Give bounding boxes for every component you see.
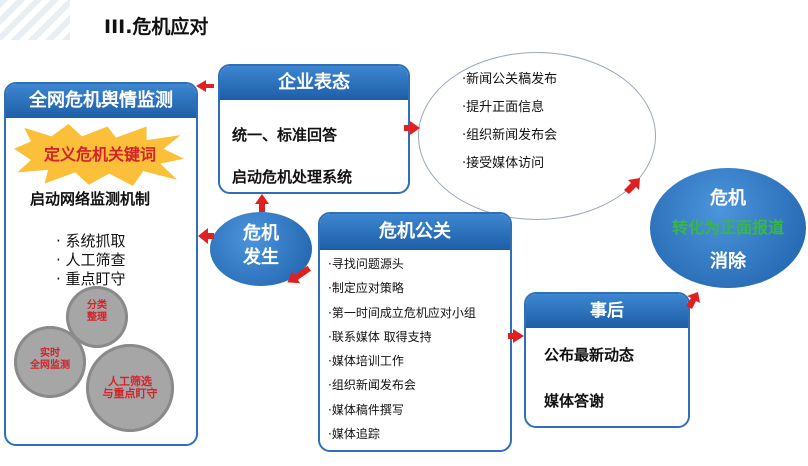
stance-line: 启动危机处理系统 xyxy=(232,168,353,186)
stance-panel: 企业表态 xyxy=(218,64,410,194)
after-header: 事后 xyxy=(526,294,688,328)
arrow-icon xyxy=(686,292,700,309)
after-line: 媒体答谢 xyxy=(544,392,605,410)
media-list: ·新闻公关稿发布 ·提升正面信息 ·组织新闻发布会 ·接受媒体访问 xyxy=(462,66,557,178)
arrow-icon xyxy=(196,80,214,92)
keyword-label: 定义危机关键词 xyxy=(43,145,156,164)
list-item: ·第一时间成立危机应对小组 xyxy=(328,305,476,320)
gear-label: 人工筛选 与重点盯守 xyxy=(102,375,158,400)
occur-line: 发生 xyxy=(243,247,279,268)
after-line: 公布最新动态 xyxy=(544,346,635,364)
list-item: ·媒体追踪 xyxy=(328,427,380,442)
list-item: ·提升正面信息 xyxy=(462,100,545,115)
list-item: ·媒体稿件撰写 xyxy=(328,402,404,417)
bullet-item: · 系统抓取 xyxy=(56,232,126,250)
media-ellipse xyxy=(418,52,656,220)
list-item: ·接受媒体访问 xyxy=(462,156,545,171)
result-line: 消除 xyxy=(710,251,746,272)
list-item: ·媒体培训工作 xyxy=(328,354,404,369)
list-item: ·新闻公关稿发布 xyxy=(462,72,558,87)
gear-label: 分类 整理 xyxy=(87,300,107,323)
arrow-icon xyxy=(624,178,640,194)
result-highlight: 转化为正面报道 xyxy=(671,218,784,237)
gear-icon xyxy=(14,326,86,398)
arrow-icon xyxy=(255,194,269,212)
stance-line: 统一、标准回答 xyxy=(232,126,338,144)
list-item: ·寻找问题源头 xyxy=(328,257,404,271)
monitor-bullets: · 系统抓取 · 人工筛查 · 重点盯守 xyxy=(56,232,126,289)
arrow-icon xyxy=(287,265,311,284)
monitor-header: 全网危机舆情监测 xyxy=(6,84,196,118)
mechanism-label: 启动网络监测机制 xyxy=(30,190,151,208)
arrow-icon xyxy=(198,228,214,244)
after-panel: 事后 xyxy=(524,292,690,428)
corner-decoration xyxy=(0,0,70,40)
list-item: ·组织新闻发布会 xyxy=(462,128,558,143)
crisis-occurs-circle: 危机 发生 xyxy=(210,212,312,286)
occur-line: 危机 xyxy=(243,223,279,244)
arrow-icon xyxy=(508,329,524,343)
result-line: 危机 xyxy=(710,188,746,209)
result-circle xyxy=(650,168,806,288)
list-item: ·制定应对策略 xyxy=(328,281,404,296)
pr-panel: 危机公关 xyxy=(318,212,512,452)
pr-list: ·寻找问题源头 ·制定应对策略 ·第一时间成立危机应对小组 ·联系媒体 取得支持… xyxy=(328,252,476,446)
arrow-icon xyxy=(404,121,420,135)
pr-header: 危机公关 xyxy=(320,214,510,250)
gear-icon xyxy=(86,344,174,432)
list-item: ·组织新闻发布会 xyxy=(328,378,416,393)
list-item: ·联系媒体 取得支持 xyxy=(328,329,432,344)
bullet-item: · 重点盯守 xyxy=(56,270,126,288)
gear-label: 实时 全网监测 xyxy=(30,348,70,371)
stance-header: 企业表态 xyxy=(220,66,408,100)
page-title: III.危机应对 xyxy=(104,16,209,38)
bullet-item: · 人工筛查 xyxy=(56,251,126,269)
